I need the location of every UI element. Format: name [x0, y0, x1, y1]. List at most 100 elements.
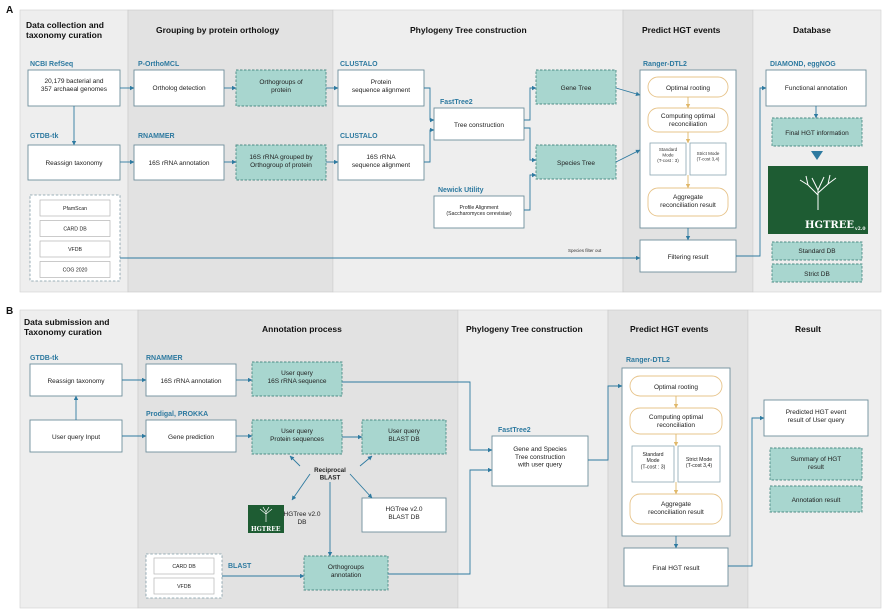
hgtree-logo-a: HGTREE v2.0	[768, 166, 868, 234]
tool-fasttree-b: FastTree2	[498, 427, 531, 434]
db-list-a-item	[39, 261, 111, 278]
tool-fasttree-a: FastTree2	[440, 99, 473, 106]
tool-ranger-a: Ranger-DTL2	[643, 61, 687, 68]
arrows-panel-a	[71, 85, 819, 261]
section-database: Database	[793, 25, 831, 35]
section-predict: Predict HGT events	[642, 25, 721, 35]
box-gene-species-tree	[491, 435, 589, 487]
tool-prodigal: Prodigal, PROKKA	[146, 411, 208, 418]
tool-gtdb-tk-a: GTDB-tk	[30, 133, 58, 140]
db-list-a-item-label: PfamScan	[63, 206, 87, 212]
box-user-blast	[361, 419, 447, 455]
box-filtering-result-text: Filtering result	[668, 254, 709, 261]
box-standard-mode-a	[649, 142, 687, 176]
box-standard-db	[771, 241, 863, 261]
logo-text-a: HGTREE	[805, 220, 854, 231]
tool-rnammer-b: RNAMMER	[146, 355, 183, 362]
box-rrna-annotation-a-text: 16S rRNA annotation	[148, 160, 209, 167]
tool-rnammer-a: RNAMMER	[138, 133, 175, 140]
box-final-hgt-info-text: Final HGT information	[785, 130, 849, 137]
box-predicted-hgt	[763, 399, 869, 437]
box-rrna-annotation-a	[133, 144, 225, 181]
section-annotation: Annotation process	[262, 324, 342, 334]
tool-diamond: DIAMOND, eggNOG	[770, 61, 836, 68]
box-gene-prediction-text: Gene prediction	[168, 434, 214, 441]
db-list-a-item	[39, 220, 111, 237]
box-functional-annotation	[765, 69, 867, 107]
band-data-submission	[19, 309, 139, 609]
box-hgtree-blast	[361, 497, 447, 533]
tool-ncbi-refseq: NCBI RefSeq	[30, 61, 73, 68]
box-gene-tree	[535, 69, 617, 105]
db-list-a-item-label: CARD DB	[63, 227, 87, 233]
tool-clustalo-1: CLUSTALO	[340, 61, 378, 68]
panel-b-label: B	[6, 306, 13, 317]
box-user-rrna	[251, 361, 343, 397]
box-reassign-a-text: Reassign taxonomy	[45, 160, 103, 167]
tool-clustalo-2: CLUSTALO	[340, 133, 378, 140]
hgtree-logo-b: HGTREE	[248, 505, 284, 533]
tool-ranger-b: Ranger-DTL2	[626, 357, 670, 364]
section-grouping: Grouping by protein orthology	[156, 25, 280, 35]
box-reassign-a	[27, 144, 121, 181]
db-list-a-item	[39, 240, 111, 258]
box-annotation-result-text: Annotation result	[792, 497, 841, 504]
box-summary-hgt	[769, 447, 863, 481]
box-species-tree-text: Species Tree	[557, 160, 595, 167]
box-gene-tree-text: Gene Tree	[561, 85, 592, 92]
box-ortholog-detection-text: Ortholog detection	[152, 85, 206, 92]
tool-newick: Newick Utility	[438, 187, 484, 194]
box-final-hgt-result-text: Final HGT result	[652, 565, 699, 572]
tree-icon-small	[259, 506, 273, 522]
tool-portho: P-OrthoMCL	[138, 61, 180, 68]
box-reassign-b-text: Reassign taxonomy	[47, 378, 105, 385]
db-list-b-item	[153, 577, 215, 595]
section-result: Result	[795, 324, 821, 334]
panel-a-label: A	[6, 5, 13, 16]
db-list-a-item	[39, 199, 111, 217]
box-rrna-annotation-b-text: 16S rRNA annotation	[160, 378, 221, 385]
down-arrow-icon	[811, 151, 823, 160]
box-strict-mode-b-text: Strict Mode(T-cost 3,4)	[686, 457, 713, 469]
db-list-b-item-label: VFDB	[177, 584, 191, 590]
box-orthogroups-annotation	[303, 555, 389, 591]
section-phylogeny-b: Phylogeny Tree construction	[466, 324, 583, 334]
box-final-hgt-result	[623, 547, 729, 587]
db-list-a-item-label: VFDB	[68, 247, 82, 253]
logo-version-a: v2.0	[854, 226, 865, 232]
box-tree-construction-a	[433, 107, 525, 141]
box-optimal-rooting-a-text: Optimal rooting	[666, 85, 710, 92]
box-tree-construction-a-text: Tree construction	[454, 122, 504, 129]
box-strict-mode-a-text: Strict Mode(T-cost 3,4)	[697, 151, 720, 161]
box-standard-mode-b	[631, 445, 675, 483]
box-standard-db-text: Standard DB	[798, 248, 835, 255]
box-user-input-text: User query Input	[52, 434, 100, 441]
box-strict-mode-a	[689, 142, 727, 176]
box-protein-alignment	[337, 69, 425, 107]
logo-text-b: HGTREE	[251, 526, 281, 533]
box-user-protein	[251, 419, 343, 455]
db-list-b-item	[153, 557, 215, 575]
